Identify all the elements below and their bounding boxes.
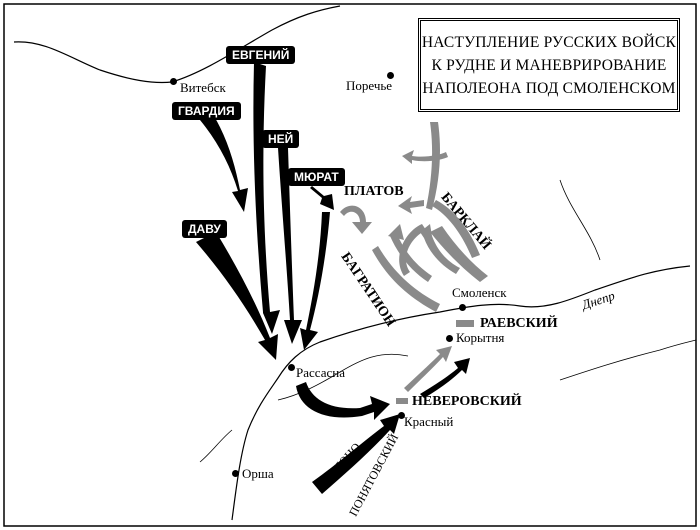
raevsky-marker: [456, 320, 474, 327]
map-title-box: НАСТУПЛЕНИЕ РУССКИХ ВОЙСК К РУДНЕ И МАНЕ…: [418, 18, 680, 112]
label-platov: ПЛАТОВ: [344, 184, 404, 199]
smolensk-marker: [459, 304, 466, 311]
map-title-line-3: НАПОЛЕОНА ПОД СМОЛЕНСКОМ: [422, 79, 676, 97]
arrow-ney: [278, 148, 302, 344]
map-title-line-1: НАСТУПЛЕНИЕ РУССКИХ ВОЙСК: [421, 33, 677, 51]
arrow-russian-korytnya: [404, 346, 452, 392]
city-vitebsk: Витебск: [180, 80, 226, 95]
arrow-bagration-2: [390, 232, 432, 282]
tag-guard: ГВАРДИЯ: [172, 102, 241, 120]
arrow-murat: [300, 212, 330, 350]
arrow-platov: [340, 205, 366, 222]
arrow-evgeny: [253, 62, 280, 334]
city-smolensk: Смоленск: [452, 285, 507, 300]
krasny-marker: [398, 412, 405, 419]
arrow-barclay-inner: [420, 224, 460, 274]
dnieper-river: [231, 265, 691, 521]
city-rassasna: Рассасна: [296, 365, 345, 380]
korytnya-marker: [446, 335, 453, 342]
arrow-rassasna: [296, 382, 390, 420]
arrow-barclay-left: [398, 196, 424, 214]
arrow-barclay-loop: [399, 224, 426, 276]
neverovsky-marker: [396, 398, 408, 404]
tributary-river-2: [199, 429, 233, 463]
tributary-river-4: [559, 179, 601, 261]
city-krasny: Красный: [404, 414, 454, 429]
arrow-neverovsky-black: [420, 358, 470, 398]
tag-davout: ДАВУ: [182, 220, 227, 238]
arrow-barclay-up: [402, 150, 448, 164]
arrow-barclay-3: [426, 122, 440, 210]
arrow-guard: [200, 116, 248, 212]
tag-murat: МЮРАТ: [288, 168, 345, 186]
arrow-barclay: [430, 226, 488, 282]
porechye-marker: [387, 72, 394, 79]
arrow-barclay-2: [432, 200, 480, 258]
map-title-line-2: К РУДНЕ И МАНЕВРИРОВАНИЕ: [431, 56, 667, 74]
dvina-river: [13, 5, 341, 84]
tributary-river: [277, 353, 409, 401]
arrow-davout: [196, 232, 278, 360]
arrow-bagration: [372, 246, 440, 312]
label-raevsky: РАЕВСКИЙ: [480, 316, 558, 331]
tag-evgeny: ЕВГЕНИЙ: [226, 46, 296, 64]
city-korytnya: Корытня: [456, 330, 505, 345]
label-neverovsky: НЕВЕРОВСКИЙ: [412, 394, 522, 409]
arrow-bagration-head: [388, 224, 404, 240]
orsha-marker: [232, 470, 239, 477]
arrow-junot-poniatowski: [312, 414, 400, 494]
tag-ney: НЕЙ: [262, 130, 300, 148]
city-orsha: Орша: [242, 466, 274, 481]
map-frame: [3, 3, 697, 527]
rassasna-marker: [288, 364, 295, 371]
arrow-platov-head: [352, 222, 372, 234]
city-porechye: Поречье: [346, 78, 393, 93]
arrow-murat-head: [310, 186, 334, 210]
tributary-river-3: [559, 339, 697, 381]
vitebsk-marker: [170, 78, 177, 85]
